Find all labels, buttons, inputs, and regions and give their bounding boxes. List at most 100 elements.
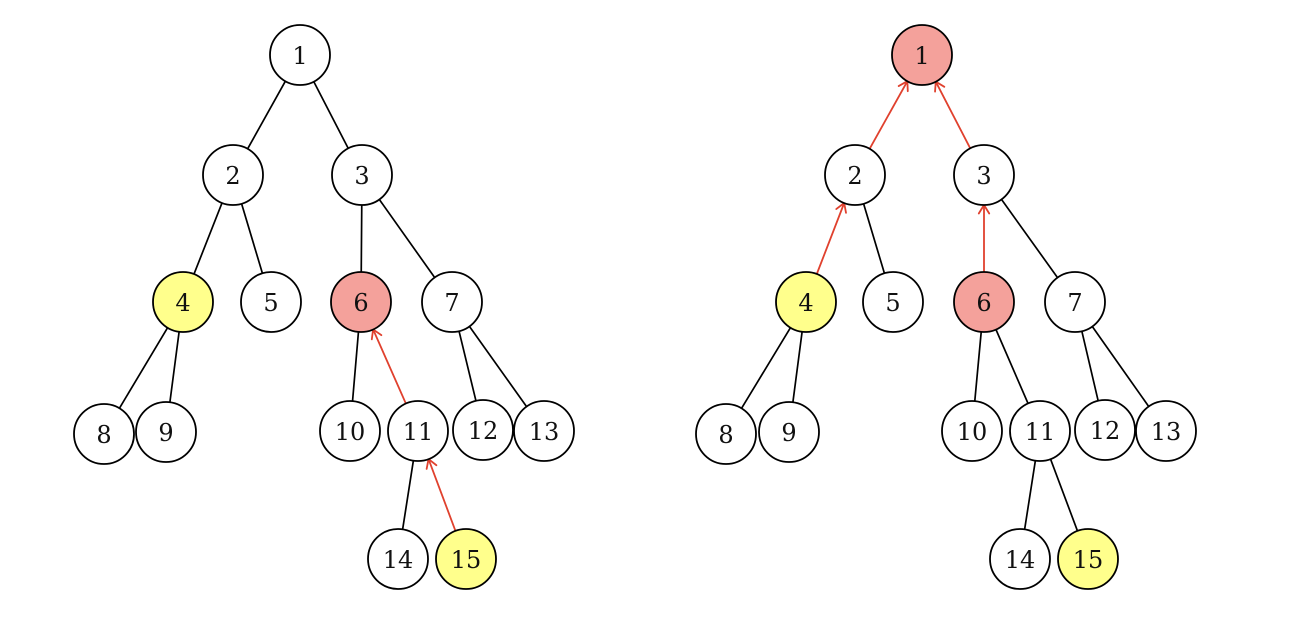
edge-1-2 (246, 80, 287, 150)
node-circle (421, 271, 483, 333)
node-circle (695, 403, 757, 465)
node-label: 9 (781, 419, 796, 447)
node-8: 8 (73, 403, 135, 465)
node-label: 13 (529, 418, 560, 446)
arrow-line (934, 80, 972, 150)
edge-7-13 (468, 325, 528, 408)
node-circle (202, 144, 264, 206)
node-label: 11 (403, 418, 434, 446)
node-15: 15 (1057, 528, 1119, 590)
edge-11-15 (1049, 458, 1079, 532)
node-13: 13 (513, 400, 575, 462)
node-7: 7 (421, 271, 483, 333)
node-1: 1 (891, 24, 953, 86)
node-circle (152, 271, 214, 333)
node-circle (758, 401, 820, 463)
node-1: 1 (269, 24, 331, 86)
node-circle (989, 528, 1051, 590)
node-11: 11 (1009, 400, 1071, 462)
node-label: 13 (1151, 418, 1182, 446)
edge-3-7 (378, 198, 436, 279)
highlight-edge-2-4 (815, 202, 847, 275)
edge-2-4 (193, 202, 223, 275)
node-label: 2 (847, 162, 862, 190)
node-2: 2 (824, 144, 886, 206)
node-15: 15 (435, 528, 497, 590)
node-label: 5 (263, 289, 278, 317)
node-circle (862, 271, 924, 333)
node-circle (1044, 271, 1106, 333)
node-label: 8 (718, 421, 733, 449)
node-label: 6 (976, 289, 991, 317)
arrow-line (815, 202, 846, 275)
node-3: 3 (953, 144, 1015, 206)
node-label: 6 (353, 289, 368, 317)
node-circle (330, 271, 392, 333)
node-5: 5 (240, 271, 302, 333)
highlight-edge-1-2 (868, 80, 909, 150)
edge-7-12 (1080, 330, 1100, 402)
node-circle (240, 271, 302, 333)
node-12: 12 (452, 399, 514, 461)
node-circle (824, 144, 886, 206)
arrow-line (868, 80, 909, 150)
node-9: 9 (135, 401, 197, 463)
node-label: 10 (957, 418, 988, 446)
highlight-edge-6-11 (370, 328, 407, 405)
edges (118, 80, 528, 532)
node-circle (1074, 399, 1136, 461)
edge-6-10 (973, 331, 983, 402)
node-6: 6 (330, 271, 392, 333)
edge-4-8 (740, 326, 792, 410)
node-6: 6 (953, 271, 1015, 333)
node-2: 2 (202, 144, 264, 206)
node-circle (331, 144, 393, 206)
node-circle (775, 271, 837, 333)
edges (740, 80, 1150, 532)
node-9: 9 (758, 401, 820, 463)
edge-2-5 (240, 202, 264, 275)
node-5: 5 (862, 271, 924, 333)
highlight-edge-11-15 (425, 458, 457, 532)
node-3: 3 (331, 144, 393, 206)
node-circle (135, 401, 197, 463)
node-circle (953, 144, 1015, 206)
edge-3-6 (360, 204, 363, 273)
node-circle (1135, 400, 1197, 462)
node-label: 12 (1090, 417, 1121, 445)
node-circle (452, 399, 514, 461)
node-11: 11 (387, 400, 449, 462)
node-circle (953, 271, 1015, 333)
arrow-line (427, 458, 457, 532)
node-14: 14 (367, 528, 429, 590)
node-4: 4 (152, 271, 214, 333)
node-label: 4 (175, 289, 190, 317)
edge-4-9 (792, 330, 803, 404)
node-circle (269, 24, 331, 86)
node-label: 9 (158, 419, 173, 447)
edge-7-12 (458, 330, 477, 402)
node-label: 2 (225, 162, 240, 190)
node-circle (319, 400, 381, 462)
node-13: 13 (1135, 400, 1197, 462)
node-circle (435, 528, 497, 590)
node-label: 5 (885, 289, 900, 317)
edge-4-9 (169, 330, 180, 404)
node-12: 12 (1074, 399, 1136, 461)
node-circle (891, 24, 953, 86)
node-14: 14 (989, 528, 1051, 590)
highlight-edge-1-3 (934, 80, 972, 150)
edge-3-7 (1000, 198, 1059, 279)
node-8: 8 (695, 403, 757, 465)
edge-7-13 (1091, 325, 1150, 408)
edge-1-3 (312, 80, 350, 150)
node-label: 7 (1067, 289, 1082, 317)
node-label: 10 (335, 418, 366, 446)
edge-4-8 (118, 326, 169, 410)
node-label: 14 (383, 546, 414, 574)
node-label: 1 (292, 42, 307, 70)
